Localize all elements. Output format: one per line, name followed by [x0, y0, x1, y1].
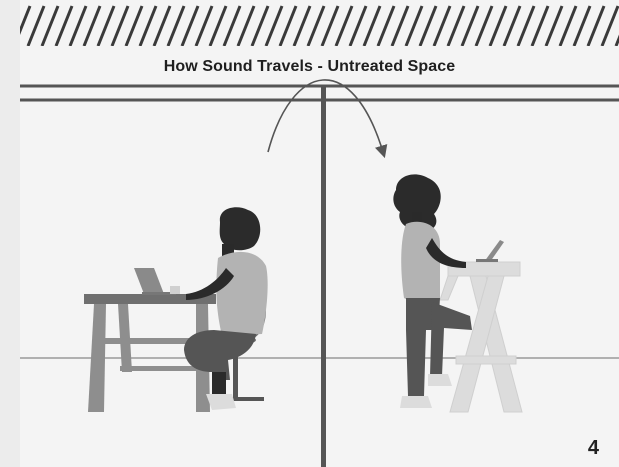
diagram-title: How Sound Travels - Untreated Space: [0, 58, 619, 76]
partition-wall: [321, 86, 326, 467]
cup: [170, 286, 180, 294]
page-number: 4: [588, 437, 599, 460]
